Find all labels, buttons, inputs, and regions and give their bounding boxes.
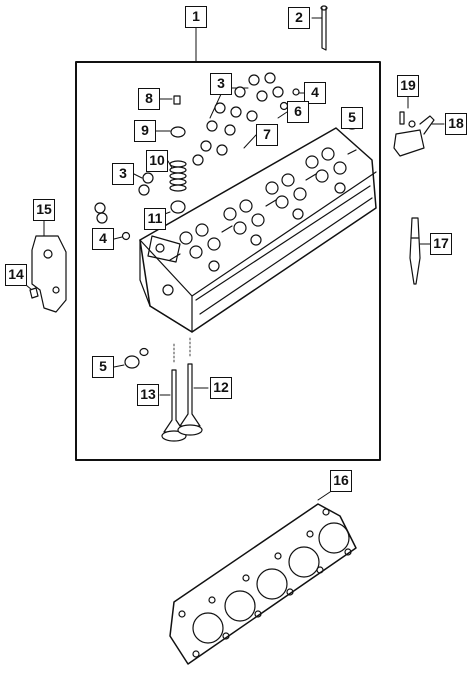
lower-valve-seal bbox=[124, 347, 149, 369]
part-rod bbox=[320, 5, 328, 51]
rocker-arms bbox=[179, 147, 347, 272]
sensor-bracket bbox=[393, 111, 435, 157]
callout-13: 13 bbox=[137, 384, 159, 406]
callout-2: 2 bbox=[288, 7, 310, 29]
valve-spring-stack bbox=[169, 95, 187, 214]
callout-3b: 3 bbox=[112, 163, 134, 185]
callout-8: 8 bbox=[138, 88, 160, 110]
callout-4b: 4 bbox=[92, 228, 114, 250]
callout-3: 3 bbox=[210, 73, 232, 95]
callout-18: 18 bbox=[445, 113, 467, 135]
mounting-bracket bbox=[29, 235, 67, 313]
callout-5b: 5 bbox=[92, 356, 114, 378]
valve-rotators bbox=[94, 72, 300, 241]
callout-17: 17 bbox=[430, 233, 452, 255]
valve-intake bbox=[177, 363, 203, 436]
callout-9: 9 bbox=[134, 120, 156, 142]
callout-12: 12 bbox=[210, 377, 232, 399]
callout-16: 16 bbox=[330, 470, 352, 492]
valve-exhaust bbox=[161, 369, 187, 442]
callout-10: 10 bbox=[146, 150, 168, 172]
glow-plug bbox=[409, 217, 421, 285]
callout-11: 11 bbox=[144, 208, 166, 230]
callout-6: 6 bbox=[287, 101, 309, 123]
callout-1: 1 bbox=[185, 6, 207, 28]
callout-7: 7 bbox=[256, 124, 278, 146]
cylinder-head-block bbox=[139, 127, 377, 333]
assembly-frame bbox=[75, 61, 381, 461]
head-bolts bbox=[169, 149, 357, 261]
callout-14: 14 bbox=[5, 264, 27, 286]
callout-4: 4 bbox=[304, 82, 326, 104]
callout-5: 5 bbox=[341, 107, 363, 129]
head-gasket bbox=[169, 503, 357, 665]
callout-15: 15 bbox=[33, 199, 55, 221]
callout-19: 19 bbox=[397, 75, 419, 97]
